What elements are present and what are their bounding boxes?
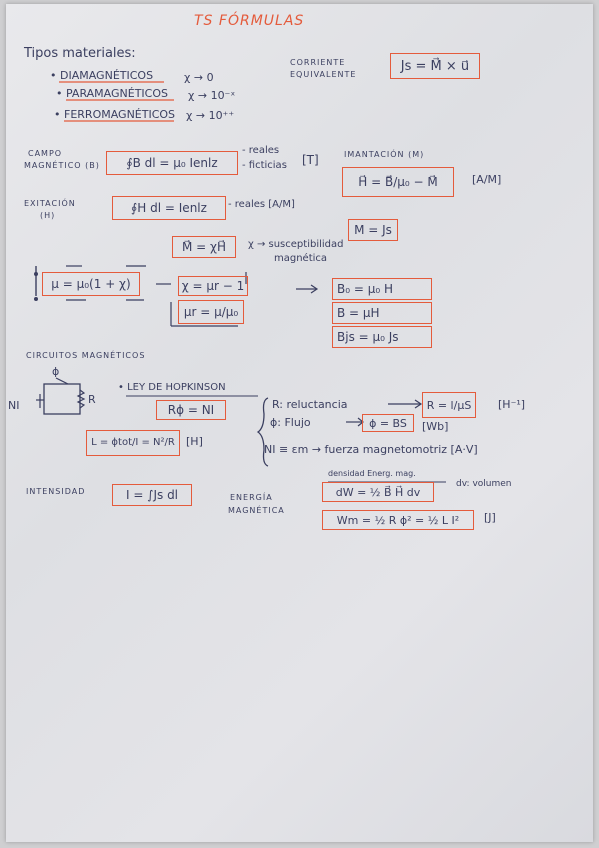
reluctancia-formula-box: R = l/μS bbox=[422, 392, 476, 418]
excitacion-formula-box: ∮H dl = Ienlz bbox=[112, 196, 226, 220]
excitacion-label: EXITACIÓN bbox=[24, 199, 76, 208]
chi-formula-box: χ = μr − 1 bbox=[178, 276, 248, 296]
flujo-unit: [Wb] bbox=[422, 420, 449, 433]
notebook-page: TS FÓRMULAS Tipos materiales: • DIAMAGNÉ… bbox=[6, 4, 593, 842]
campo-note-ficticias: - ficticias bbox=[242, 160, 287, 171]
material-formula: χ → 10⁺⁺ bbox=[186, 109, 235, 122]
material-item: • DIAMAGNÉTICOS bbox=[50, 69, 154, 82]
circuit-r: R bbox=[88, 393, 96, 406]
fuerza-magnetomotriz-text: NI ≡ εm → fuerza magnetomotriz [A·V] bbox=[264, 443, 478, 456]
energia-unit: [J] bbox=[484, 511, 496, 524]
imantacion-unit: [A/M] bbox=[472, 173, 502, 186]
campo-label-2: MAGNÉTICO (B) bbox=[24, 161, 100, 170]
corriente-label-2: EQUIVALENTE bbox=[290, 70, 357, 79]
b-table-row: Bjs = μ₀ Js bbox=[332, 326, 432, 348]
circuit-phi: ϕ bbox=[52, 365, 60, 378]
materials-heading: Tipos materiales: bbox=[24, 46, 136, 61]
reluctancia-unit: [H⁻¹] bbox=[498, 398, 526, 411]
susceptibility-formula-box: M⃗ = χH⃗ bbox=[172, 236, 236, 258]
imantacion-label: IMANTACIÓN (M) bbox=[344, 150, 425, 159]
b-table-row: B₀ = μ₀ H bbox=[332, 278, 432, 300]
circuitos-label: CIRCUITOS MAGNÉTICOS bbox=[26, 351, 146, 360]
mu-formula-box: μ = μ₀(1 + χ) bbox=[42, 272, 140, 296]
circuit-ni: NI bbox=[8, 399, 20, 412]
mjs-formula-box: M = Js bbox=[348, 219, 398, 241]
corriente-label: CORRIENTE bbox=[290, 58, 346, 67]
ley-hopkinson-label: • LEY DE HOPKINSON bbox=[118, 382, 226, 393]
intensidad-label: INTENSIDAD bbox=[26, 487, 86, 496]
material-item: • FERROMAGNÉTICOS bbox=[54, 108, 176, 121]
wm-formula-box: Wm = ½ R ϕ² = ½ L I² bbox=[322, 510, 474, 530]
intensidad-formula-box: I = ∫Js dl bbox=[112, 484, 192, 506]
excitacion-label-2: (H) bbox=[40, 211, 56, 220]
reluctancia-label: R: reluctancia bbox=[272, 398, 348, 411]
imantacion-formula-box: H⃗ = B⃗/μ₀ − M⃗ bbox=[342, 167, 454, 197]
dw-formula-box: dW = ½ B⃗ H⃗ dv bbox=[322, 482, 434, 502]
material-item: • PARAMAGNÉTICOS bbox=[56, 87, 168, 100]
energia-label: ENERGÍA bbox=[230, 493, 273, 502]
susceptibility-note: χ → susceptibilidad bbox=[248, 239, 344, 250]
flujo-formula-box: ϕ = BS bbox=[362, 414, 414, 432]
material-name: PARAMAGNÉTICOS bbox=[66, 87, 168, 100]
dv-note: dv: volumen bbox=[456, 479, 512, 489]
campo-formula-box: ∮B dl = μ₀ Ienlz bbox=[106, 151, 238, 175]
susceptibility-note-2: magnética bbox=[274, 253, 328, 264]
corriente-formula-box: Js = M⃗ × u⃗ bbox=[390, 53, 480, 79]
campo-label: CAMPO bbox=[28, 149, 63, 158]
material-name: DIAMAGNÉTICOS bbox=[60, 69, 154, 82]
flujo-label: ϕ: Flujo bbox=[270, 416, 311, 429]
material-formula: χ → 0 bbox=[184, 71, 214, 84]
inductance-formula-box: L = ϕtot/I = N²/R bbox=[86, 430, 180, 456]
campo-unit: [T] bbox=[302, 153, 319, 167]
campo-note-reales: - reales bbox=[242, 145, 280, 156]
inductance-unit: [H] bbox=[186, 435, 203, 448]
page-title: TS FÓRMULAS bbox=[194, 13, 305, 29]
excitacion-note: - reales [A/M] bbox=[228, 199, 295, 210]
mur-formula-box: μr = μ/μ₀ bbox=[178, 300, 244, 324]
material-formula: χ → 10⁻ˣ bbox=[188, 89, 236, 102]
densidad-note: densidad Energ. mag. bbox=[328, 469, 416, 478]
b-table-row: B = μH bbox=[332, 302, 432, 324]
ley-formula-box: Rϕ = NI bbox=[156, 400, 226, 420]
material-name: FERROMAGNÉTICOS bbox=[64, 108, 176, 121]
energia-label-2: MAGNÉTICA bbox=[228, 506, 285, 515]
